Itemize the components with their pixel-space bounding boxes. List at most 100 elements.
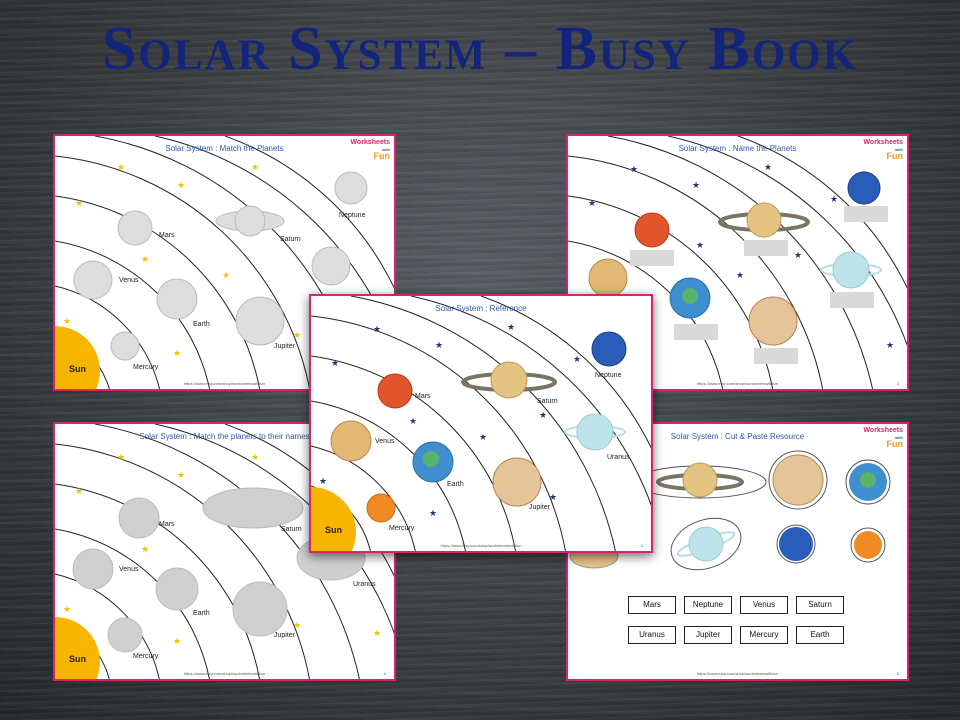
page-number: 4 (383, 671, 386, 676)
page-url: https://www.etsy.com/shop/worksheetswith… (440, 543, 522, 548)
name-box (830, 292, 874, 308)
page-url: https://www.etsy.com/shop/worksheetswith… (696, 671, 779, 676)
word-card[interactable]: Mercury (740, 626, 788, 644)
page-number: 4 (640, 543, 643, 548)
svg-text:★: ★ (886, 340, 894, 350)
worksheet-match-planets: ★ ★ ★ ★ ★ ★ ★ ★ ★ Solar System : Match the Pla… (53, 134, 396, 391)
svg-text:★: ★ (539, 410, 547, 420)
label-saturn: Saturn (280, 236, 301, 243)
sun-shape (311, 487, 356, 551)
label-saturn: Saturn (537, 398, 558, 405)
label-jupiter: Jupiter (274, 343, 296, 350)
label-mars: Mars (159, 521, 175, 528)
svg-text:★: ★ (63, 316, 71, 326)
name-box (630, 250, 674, 266)
word-card[interactable]: Neptune (684, 596, 732, 614)
svg-text:★: ★ (573, 354, 581, 364)
banner-title: Solar System – Busy Book (101, 15, 859, 83)
label-mercury: Mercury (133, 364, 159, 371)
word-card[interactable]: Uranus (628, 626, 676, 644)
label-venus: Venus (375, 438, 395, 445)
worksheet-reference: ★★★ ★★★ ★★★ ★★ Solar System : Reference … (309, 294, 653, 553)
sun-shape (55, 326, 100, 389)
word-card[interactable]: Mars (628, 596, 676, 614)
page-title: Solar System : Match the Planets (165, 144, 284, 153)
page-number: 5 (896, 671, 899, 676)
label-neptune: Neptune (339, 212, 366, 219)
svg-text:★: ★ (251, 452, 259, 462)
svg-text:★: ★ (173, 348, 181, 358)
page-number: 2 (896, 381, 899, 386)
svg-text:★: ★ (177, 470, 185, 480)
svg-text:★: ★ (794, 250, 802, 260)
label-venus: Venus (119, 566, 139, 573)
label-earth: Earth (193, 321, 210, 328)
name-box (674, 324, 718, 340)
word-card[interactable]: Jupiter (684, 626, 732, 644)
svg-text:★: ★ (141, 254, 149, 264)
label-neptune: Neptune (595, 372, 622, 379)
label-mars: Mars (159, 232, 175, 239)
label-uranus: Uranus (607, 454, 630, 461)
orbit-drawing: ★ ★ ★ ★ ★ ★ ★ ★ ★ (55, 136, 394, 389)
svg-text:★: ★ (409, 416, 417, 426)
svg-text:★: ★ (736, 270, 744, 280)
svg-text:★: ★ (75, 198, 83, 208)
svg-text:★: ★ (373, 324, 381, 334)
svg-text:★: ★ (696, 240, 704, 250)
label-sun: Sun (69, 654, 86, 664)
page-title: Solar System : Match the planets to thei… (139, 432, 310, 441)
label-sun: Sun (69, 364, 86, 374)
page-title: Solar System : Cut & Paste Resource (670, 432, 805, 441)
svg-text:★: ★ (251, 162, 259, 172)
name-box (844, 206, 888, 222)
label-sun: Sun (325, 525, 342, 535)
name-box (754, 348, 798, 364)
svg-text:★: ★ (830, 194, 838, 204)
svg-text:★: ★ (117, 162, 125, 172)
svg-text:★: ★ (63, 604, 71, 614)
svg-text:★: ★ (692, 180, 700, 190)
svg-text:★: ★ (173, 636, 181, 646)
svg-text:★: ★ (549, 492, 557, 502)
page-url: https://www.etsy.com/shop/worksheetswith… (183, 381, 266, 386)
svg-text:★: ★ (141, 544, 149, 554)
sun-shape (55, 617, 100, 679)
word-card[interactable]: Venus (740, 596, 788, 614)
page-url: https://www.etsy.com/shop/worksheetswith… (696, 381, 779, 386)
svg-text:★: ★ (222, 270, 230, 280)
name-box (744, 240, 788, 256)
svg-text:★: ★ (75, 486, 83, 496)
svg-text:★: ★ (507, 322, 515, 332)
orbit-drawing: ★★★ ★★★ ★★★ (55, 424, 394, 679)
orbit-drawing: ★★★ ★★★ ★★★ ★★ (311, 296, 651, 551)
svg-text:★: ★ (293, 330, 301, 340)
label-jupiter: Jupiter (274, 632, 296, 639)
label-uranus: Uranus (353, 581, 376, 588)
word-card[interactable]: Saturn (796, 596, 844, 614)
svg-text:★: ★ (373, 628, 381, 638)
label-jupiter: Jupiter (529, 504, 551, 511)
label-mercury: Mercury (389, 525, 415, 532)
label-venus: Venus (119, 277, 139, 284)
svg-text:★: ★ (435, 340, 443, 350)
word-card[interactable]: Earth (796, 626, 844, 644)
svg-text:★: ★ (429, 508, 437, 518)
svg-text:★: ★ (630, 164, 638, 174)
label-mercury: Mercury (133, 653, 159, 660)
svg-text:★: ★ (117, 452, 125, 462)
page-title: Solar System : Name the Planets (678, 144, 797, 153)
svg-text:★: ★ (479, 432, 487, 442)
svg-text:★: ★ (177, 180, 185, 190)
orbit-drawing: ★ ★ ★ ★ ★ ★ ★ ★ ★ (568, 136, 907, 389)
svg-text:★: ★ (331, 358, 339, 368)
page-url: https://www.etsy.com/shop/worksheetswith… (183, 671, 266, 676)
label-earth: Earth (447, 481, 464, 488)
label-earth: Earth (193, 610, 210, 617)
page-title: Solar System : Reference (435, 304, 527, 313)
svg-text:★: ★ (764, 162, 772, 172)
label-saturn: Saturn (281, 526, 302, 533)
